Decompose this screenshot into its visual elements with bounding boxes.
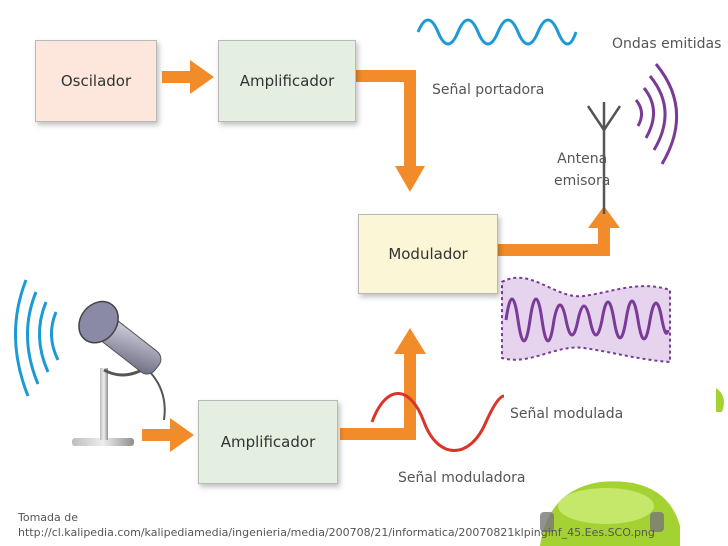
microphone-icon: [72, 300, 166, 446]
image-credit: Tomada de http://cl.kalipedia.com/kalipe…: [18, 510, 655, 540]
arrow-amplifier-to-modulator-bottom: [340, 328, 426, 440]
antenna-label-line2: emisora: [554, 173, 611, 189]
amplifier-label-bottom: Amplificador: [220, 433, 316, 451]
arrow-modulator-to-antenna: [498, 206, 620, 256]
carrier-wave: [416, 18, 578, 46]
sound-waves: [14, 279, 60, 397]
arrow-amplifier-to-modulator: [356, 70, 425, 192]
emitted-waves-label: Ondas emitidas: [612, 36, 722, 52]
credit-line1: Tomada de: [18, 511, 79, 524]
modulated-signal: [501, 276, 671, 364]
oscillator-block: Oscilador: [35, 40, 157, 122]
antenna-label-line1: Antena: [557, 151, 608, 167]
amplifier-block-top: Amplificador: [218, 40, 356, 122]
modulator-label: Modulador: [388, 245, 468, 263]
credit-url: http://cl.kalipedia.com/kalipediamedia/i…: [18, 526, 655, 539]
oscillator-label: Oscilador: [60, 72, 132, 90]
modulating-signal-label: Señal moduladora: [398, 470, 526, 486]
antenna-icon: [586, 102, 622, 214]
arrow-oscillator-to-amplifier: [162, 60, 214, 94]
amplifier-label-top: Amplificador: [239, 72, 335, 90]
modulated-signal-label: Señal modulada: [510, 406, 624, 422]
emitted-waves: [634, 63, 679, 165]
modulating-wave: [370, 392, 505, 452]
amplifier-block-bottom: Amplificador: [198, 400, 338, 484]
carrier-signal-label: Señal portadora: [432, 82, 545, 98]
antenna-label: Antena emisora: [554, 148, 610, 192]
arrow-microphone-to-amplifier: [142, 418, 194, 452]
modulator-block: Modulador: [358, 214, 498, 294]
mascot-figure: [540, 388, 724, 546]
